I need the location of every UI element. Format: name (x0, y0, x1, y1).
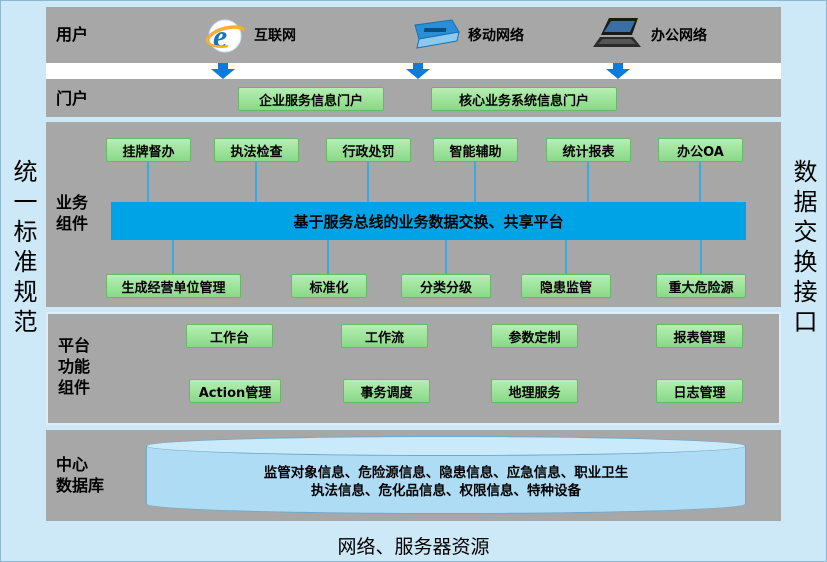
arrow-strip (46, 63, 781, 79)
user-layer-panel: 用户 e 互联网 移动网络 (46, 7, 781, 63)
right-vertical-label: 数据交换接口 (789, 159, 817, 339)
platform-box: 工作台 (186, 324, 273, 348)
business-top-box: 办公OA (658, 138, 743, 162)
user-item-mobile: 移动网络 (406, 15, 524, 55)
portal-box: 企业服务信息门户 (238, 87, 384, 111)
connector-line (700, 240, 702, 274)
db-content-line1: 监管对象信息、危险源信息、隐患信息、应急信息、职业卫生 (263, 465, 629, 481)
connector-line (587, 162, 589, 202)
db-cylinder: 监管对象信息、危险源信息、隐患信息、应急信息、职业卫生 执法信息、危化品信息、权… (146, 436, 746, 514)
business-bottom-box: 标准化 (291, 274, 367, 298)
platform-box: Action管理 (189, 379, 281, 403)
platform-box: 日志管理 (656, 379, 743, 403)
business-layer-label: 业务 组件 (56, 193, 89, 233)
user-item-label: 办公网络 (651, 28, 707, 44)
laptop-icon (591, 16, 643, 54)
platform-layer-panel: 平台 功能 组件 工作台 工作流 参数定制 报表管理 Action管理 事务调度… (46, 312, 781, 425)
user-layer-label: 用户 (56, 25, 89, 44)
portal-layer-panel: 门户 企业服务信息门户 核心业务系统信息门户 (46, 79, 781, 117)
platform-layer-label: 平台 功能 组件 (58, 336, 91, 397)
business-top-box: 执法检查 (214, 138, 299, 162)
connector-line (367, 162, 369, 202)
connector-line (474, 162, 476, 202)
platform-box: 工作流 (341, 324, 428, 348)
portal-box: 核心业务系统信息门户 (431, 87, 617, 111)
service-bus-bar: 基于服务总线的业务数据交换、共享平台 (111, 202, 746, 240)
business-bottom-box: 重大危险源 (656, 274, 746, 298)
mobile-network-icon (406, 17, 460, 53)
connector-line (255, 162, 257, 202)
user-item-internet: e 互联网 (204, 15, 296, 55)
connector-line (445, 240, 447, 274)
platform-box: 事务调度 (343, 379, 430, 403)
user-item-office: 办公网络 (591, 15, 707, 55)
business-bottom-box: 生成经营单位管理 (106, 274, 241, 298)
business-layer-panel: 业务 组件 挂牌督办 执法检查 行政处罚 智能辅助 统计报表 办公OA 基于服务… (46, 122, 781, 307)
db-content-line2: 执法信息、危化品信息、权限信息、特种设备 (311, 483, 581, 500)
business-top-box: 挂牌督办 (106, 138, 191, 162)
connector-line (172, 240, 174, 274)
portal-layer-label: 门户 (56, 89, 89, 108)
db-content-text: 监管对象信息、危险源信息、隐患信息、应急信息、职业卫生 执法信息、危化品信息、权… (146, 464, 746, 500)
down-arrow-icon (211, 63, 235, 83)
business-top-box: 智能辅助 (433, 138, 518, 162)
business-top-box: 行政处罚 (326, 138, 411, 162)
bottom-caption: 网络、服务器资源 (337, 536, 490, 558)
connector-line (699, 162, 701, 202)
business-bottom-box: 隐患监管 (521, 274, 611, 298)
down-arrow-icon (606, 63, 630, 83)
svg-text:e: e (213, 18, 227, 54)
platform-box: 参数定制 (491, 324, 578, 348)
ie-icon: e (204, 15, 246, 55)
db-cylinder-top (146, 436, 746, 456)
down-arrow-icon (406, 63, 430, 83)
database-layer-panel: 中心 数据库 监管对象信息、危险源信息、隐患信息、应急信息、职业卫生 执法信息、… (46, 430, 781, 521)
business-top-box: 统计报表 (546, 138, 631, 162)
user-item-label: 移动网络 (468, 28, 524, 44)
business-bottom-box: 分类分级 (401, 274, 491, 298)
user-item-label: 互联网 (254, 28, 296, 44)
connector-line (327, 240, 329, 274)
database-layer-label: 中心 数据库 (56, 455, 105, 495)
platform-box: 报表管理 (656, 324, 743, 348)
left-vertical-label: 统一标准规范 (9, 159, 37, 339)
connector-line (147, 162, 149, 202)
connector-line (565, 240, 567, 274)
platform-box: 地理服务 (491, 379, 578, 403)
